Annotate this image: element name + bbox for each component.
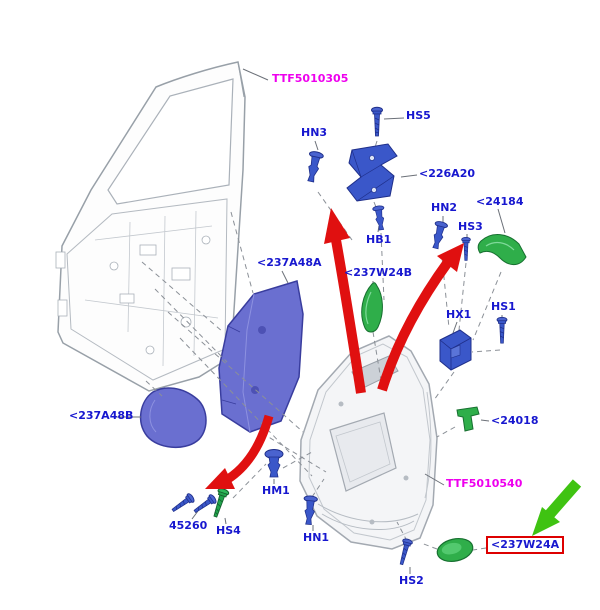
patch-237a48b-shape — [139, 387, 207, 448]
label-45260[interactable]: 45260 — [169, 519, 208, 532]
screw-hs2-icon — [399, 538, 413, 566]
clip-hm1-icon — [264, 449, 284, 478]
red-arrow-down-icon — [205, 414, 274, 489]
label-226a20[interactable]: <226A20 — [419, 167, 475, 180]
label-hs3[interactable]: HS3 — [458, 220, 483, 233]
bracket-226a20-icon — [346, 143, 398, 202]
part-24184-icon — [477, 234, 527, 266]
label-hb1[interactable]: HB1 — [366, 233, 392, 246]
part-237w24b-icon — [361, 282, 383, 333]
label-hx1[interactable]: HX1 — [446, 308, 472, 321]
label-hm1[interactable]: HM1 — [262, 484, 290, 497]
label-237a48b[interactable]: <237A48B — [69, 409, 134, 422]
clip-hn3-icon — [307, 151, 324, 183]
label-hs5[interactable]: HS5 — [406, 109, 431, 122]
screw-45260-a-icon — [171, 493, 195, 513]
label-hs4[interactable]: HS4 — [216, 524, 241, 537]
label-24018[interactable]: <24018 — [491, 414, 539, 427]
screw-hs4-icon — [213, 488, 230, 518]
screw-hs1-icon — [496, 316, 508, 344]
green-pointer-arrow-icon — [532, 479, 582, 536]
label-leader-lines — [113, 68, 506, 574]
screw-hs3-icon — [461, 236, 471, 261]
label-ttf5010540[interactable]: TTF5010540 — [446, 477, 523, 490]
label-hs1[interactable]: HS1 — [491, 300, 516, 313]
red-arrow-right-icon — [377, 243, 464, 392]
clip-hb1-icon — [372, 205, 385, 231]
label-24184[interactable]: <24184 — [476, 195, 524, 208]
trim-panel-ttf5010540-shape — [299, 335, 438, 550]
screw-hs5-icon — [371, 106, 383, 137]
clip-hn1-icon — [303, 495, 318, 526]
label-hs2[interactable]: HS2 — [399, 574, 424, 587]
part-237w24a-icon — [436, 538, 474, 562]
screw-45260-b-icon — [193, 494, 217, 514]
label-hn3[interactable]: HN3 — [301, 126, 328, 139]
label-ttf5010305[interactable]: TTF5010305 — [272, 72, 349, 85]
part-24018-icon — [456, 406, 480, 432]
bracket-hx1-icon — [439, 329, 472, 371]
label-237w24b[interactable]: <237W24B — [344, 266, 413, 279]
dashed-assembly-lines — [141, 140, 502, 551]
label-237w24a-highlighted[interactable]: <237W24A — [486, 536, 565, 555]
label-hn2[interactable]: HN2 — [431, 201, 458, 214]
label-hn1[interactable]: HN1 — [303, 531, 330, 544]
door-frame-shape — [55, 61, 246, 392]
panel-237a48a-shape — [218, 280, 304, 433]
red-arrow-left-icon — [324, 208, 366, 394]
clip-hn2-icon — [432, 221, 448, 250]
label-237a48a[interactable]: <237A48A — [257, 256, 322, 269]
